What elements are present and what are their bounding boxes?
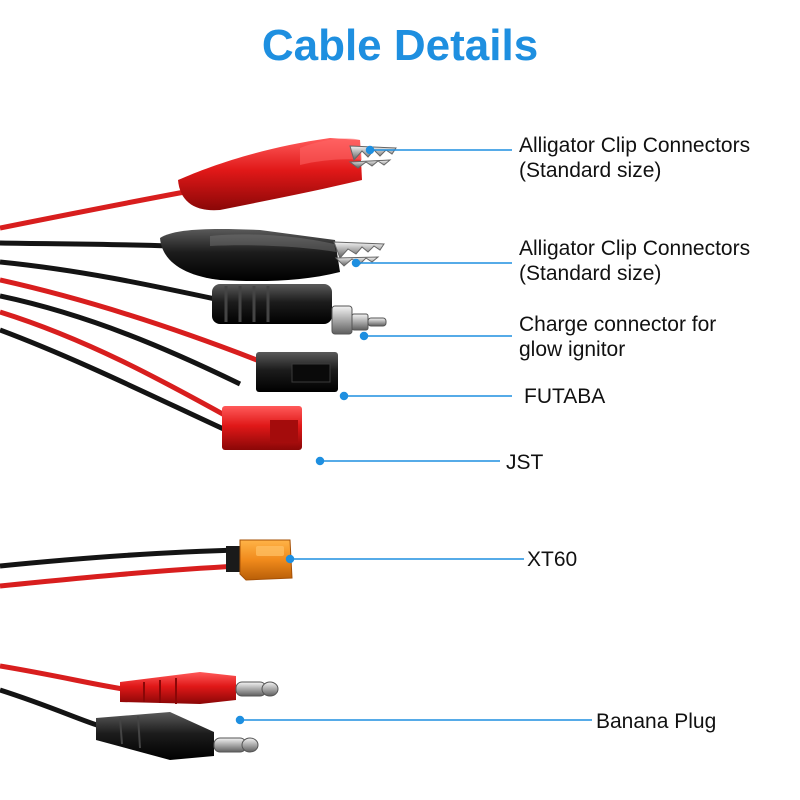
- callout-dot: [359, 331, 369, 341]
- black-alligator-clip: [160, 228, 385, 282]
- callout-label-glow-ignitor: Charge connector for glow ignitor: [519, 312, 716, 362]
- callout-text: JST: [506, 451, 544, 474]
- black-wire: [0, 240, 173, 249]
- black-wire: [0, 687, 101, 729]
- jst-connector: [222, 406, 302, 450]
- callout-label-alligator-red: Alligator Clip Connectors (Standard size…: [519, 133, 750, 183]
- callout-text: FUTABA: [524, 385, 606, 408]
- black-wire: [0, 547, 241, 569]
- callout-dot: [235, 715, 245, 725]
- black-wire: [0, 293, 242, 387]
- callout-label-jst: JST: [506, 450, 543, 475]
- red-wire: [0, 188, 191, 231]
- red-wire: [0, 277, 263, 365]
- red-alligator-clip: [178, 138, 397, 211]
- black-wire: [0, 327, 232, 435]
- callout-text: Alligator Clip Connectors: [519, 237, 751, 260]
- callout-text: (Standard size): [519, 262, 662, 285]
- red-wire: [0, 663, 131, 693]
- futaba-connector: [256, 352, 338, 392]
- banana-plugs: [96, 672, 279, 760]
- callout-label-futaba: FUTABA: [524, 384, 605, 409]
- callout-text: glow ignitor: [519, 338, 626, 361]
- callout-dot: [351, 258, 361, 268]
- callout-label-banana-plug: Banana Plug: [596, 709, 716, 734]
- red-wire: [0, 309, 232, 421]
- callout-dot: [365, 145, 375, 155]
- callout-label-xt60: XT60: [527, 547, 577, 572]
- callout-text: (Standard size): [519, 159, 662, 182]
- callout-text: Charge connector for: [519, 313, 717, 336]
- callout-text: Banana Plug: [596, 710, 717, 733]
- red-wire: [0, 563, 241, 589]
- callout-text: Alligator Clip Connectors: [519, 134, 751, 157]
- callout-text: XT60: [527, 548, 578, 571]
- callout-label-alligator-black: Alligator Clip Connectors (Standard size…: [519, 236, 750, 286]
- callout-dot: [339, 391, 349, 401]
- xt60-connector: [226, 539, 293, 581]
- callout-dot: [315, 456, 325, 466]
- black-wire: [0, 259, 221, 303]
- callout-dot: [285, 554, 295, 564]
- glow-ignitor-connector: [212, 284, 387, 335]
- page-title: Cable Details: [261, 21, 539, 70]
